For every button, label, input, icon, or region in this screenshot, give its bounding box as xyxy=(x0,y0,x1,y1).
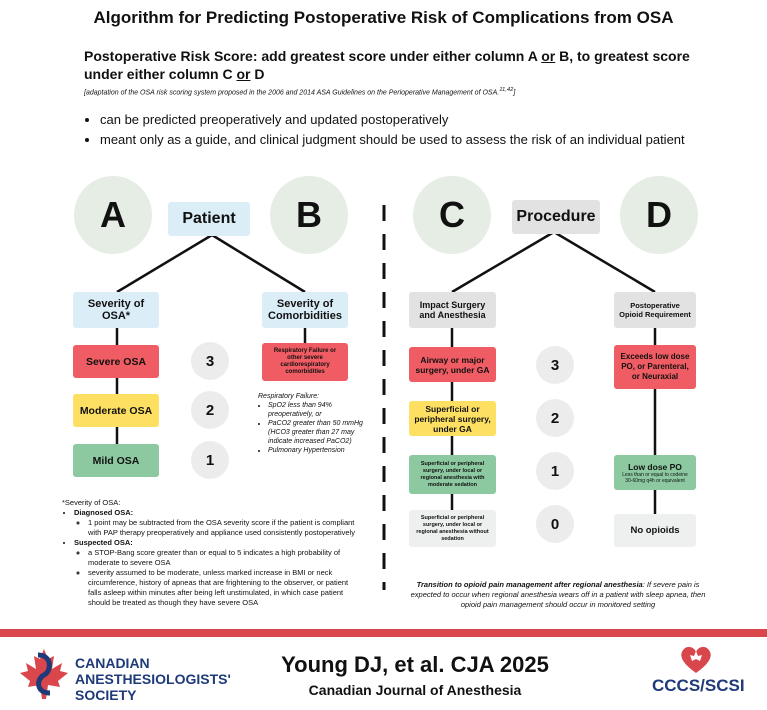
adaptation-note: [adaptation of the OSA risk scoring syst… xyxy=(84,87,516,97)
score-2-circle: 2 xyxy=(191,391,229,429)
score-1-circle: 1 xyxy=(191,441,229,479)
score-1-circle: 1 xyxy=(536,452,574,490)
column-a-circle: A xyxy=(74,176,152,254)
column-b-circle: B xyxy=(270,176,348,254)
maple-leaf-heart-icon xyxy=(681,646,711,673)
no-opioids-box: No opioids xyxy=(614,514,696,547)
bullet-list: can be predicted preoperatively and upda… xyxy=(84,110,744,150)
citation: Young DJ, et al. CJA 2025 xyxy=(281,652,549,677)
patient-header: Patient xyxy=(168,202,250,236)
superficial-no-sedation-box: Superficial or peripheral surgery, under… xyxy=(409,510,496,547)
respiratory-failure-note: Respiratory Failure: SpO2 less than 94% … xyxy=(258,392,363,455)
procedure-header: Procedure xyxy=(512,200,600,234)
respiratory-failure-box: Respiratory Failure or other severe card… xyxy=(262,343,348,381)
column-d-circle: D xyxy=(620,176,698,254)
maple-leaf-icon xyxy=(20,649,68,699)
low-dose-po-box: Low dose PO Less than or equal to codein… xyxy=(614,455,696,490)
airway-major-surgery-box: Airway or major surgery, under GA xyxy=(409,347,496,382)
bullet-item: meant only as a guide, and clinical judg… xyxy=(100,130,744,150)
exceeds-low-dose-box: Exceeds low dose PO, or Parenteral, or N… xyxy=(614,345,696,389)
score-2-circle: 2 xyxy=(536,399,574,437)
bullet-item: can be predicted preoperatively and upda… xyxy=(100,110,744,130)
mild-osa-box: Mild OSA xyxy=(73,444,159,477)
superficial-ga-box: Superficial or peripheral surgery, under… xyxy=(409,401,496,436)
severe-osa-box: Severe OSA xyxy=(73,345,159,378)
superficial-sedation-box: Superficial or peripheral surgery, under… xyxy=(409,455,496,494)
score-3-circle: 3 xyxy=(191,342,229,380)
connector-lines xyxy=(115,205,657,590)
severity-osa-box: Severity of OSA* xyxy=(73,292,159,328)
osa-severity-note: *Severity of OSA: Diagnosed OSA: 1 point… xyxy=(62,498,362,608)
page-title: Algorithm for Predicting Postoperative R… xyxy=(93,8,674,27)
opioid-requirement-box: Postoperative Opioid Requirement xyxy=(614,292,696,328)
cccs-logo xyxy=(676,643,716,675)
severity-comorbidities-box: Severity of Comorbidities xyxy=(262,292,348,328)
transition-note: Transition to opioid pain management aft… xyxy=(410,580,706,609)
column-c-circle: C xyxy=(413,176,491,254)
journal-name: Canadian Journal of Anesthesia xyxy=(308,682,522,698)
footer-bar xyxy=(0,629,767,637)
score-0-circle: 0 xyxy=(536,505,574,543)
cas-name: CANADIAN ANESTHESIOLOGISTS' SOCIETY xyxy=(75,655,231,703)
cas-logo xyxy=(18,645,70,705)
moderate-osa-box: Moderate OSA xyxy=(73,394,159,427)
risk-score-instruction: Postoperative Risk Score: add greatest s… xyxy=(84,48,690,82)
impact-surgery-box: Impact Surgery and Anesthesia xyxy=(409,292,496,328)
score-3-circle: 3 xyxy=(536,346,574,384)
cccs-name: CCCS/SCSI xyxy=(652,676,745,695)
